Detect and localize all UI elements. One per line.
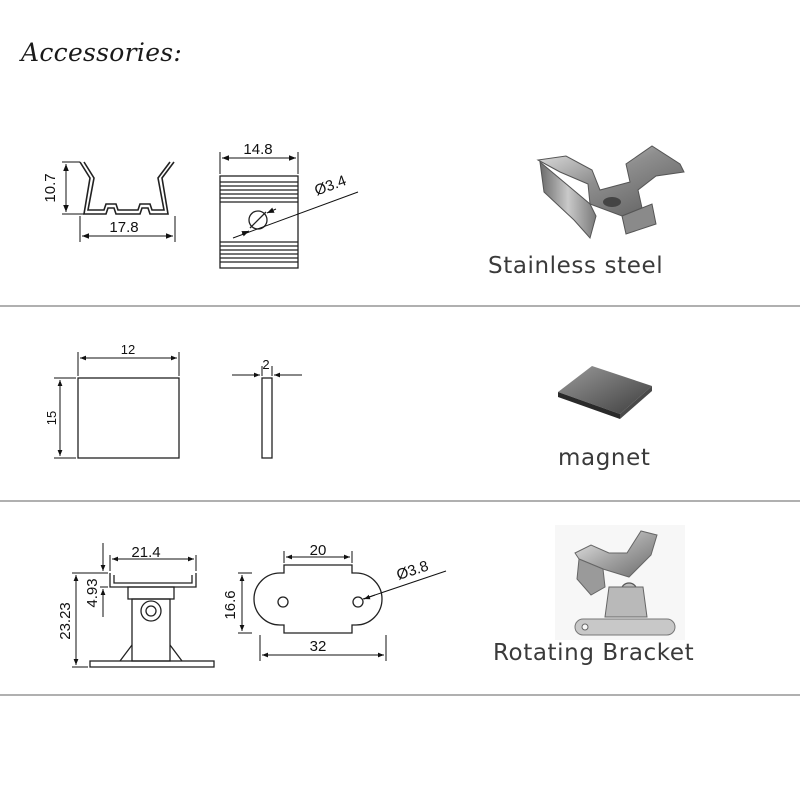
magnet-height-label: 15 bbox=[44, 411, 59, 425]
magnet-drawings: 12 15 2 bbox=[0, 340, 460, 470]
bracket-top-width-label: 21.4 bbox=[131, 544, 160, 561]
clip-technical-drawing: 10.7 17.8 bbox=[42, 141, 359, 269]
section-divider bbox=[0, 305, 800, 307]
bracket-plate-height-dimension bbox=[238, 572, 252, 634]
bracket-hole-dimension bbox=[362, 570, 447, 600]
clip-top-view bbox=[219, 175, 299, 269]
bracket-slot-width-dimension bbox=[283, 551, 353, 563]
magnet-width-dimension bbox=[77, 352, 180, 376]
clip-hole-label: Ø3.4 bbox=[312, 172, 348, 199]
magnet-width-label: 12 bbox=[121, 342, 135, 357]
bracket-small-height-label: 4.93 bbox=[84, 578, 101, 607]
bracket-plate-height-label: 16.6 bbox=[222, 590, 239, 619]
section-divider bbox=[0, 500, 800, 502]
clip-width-label: 17.8 bbox=[109, 219, 138, 236]
magnet-height-dimension bbox=[54, 377, 76, 459]
bracket-total-height-dimension bbox=[72, 572, 108, 668]
bracket-small-height-dimension bbox=[100, 543, 108, 617]
section-divider bbox=[0, 694, 800, 696]
magnet-side-view bbox=[261, 377, 273, 459]
magnet-front-view bbox=[77, 377, 180, 459]
bracket-drawings: 21.4 4.93 23.23 20 bbox=[0, 535, 460, 675]
magnet-thickness-dimension bbox=[232, 366, 302, 378]
bracket-technical-drawing: 21.4 4.93 23.23 20 bbox=[57, 542, 447, 668]
bracket-top-width-dimension bbox=[109, 555, 197, 571]
magnet-thickness-label: 2 bbox=[262, 357, 269, 372]
magnet-photo bbox=[552, 362, 662, 422]
clip-drawings: 10.7 17.8 bbox=[0, 141, 460, 280]
bracket-total-height-label: 23.23 bbox=[57, 602, 74, 640]
bracket-plate-width-label: 32 bbox=[310, 638, 327, 655]
stainless-steel-clip-photo bbox=[530, 142, 690, 242]
clip-side-profile bbox=[79, 161, 175, 215]
magnet-technical-drawing: 12 15 2 bbox=[44, 342, 302, 459]
rotating-bracket-photo bbox=[555, 525, 685, 640]
bracket-plate-width-dimension bbox=[259, 635, 387, 661]
bracket-hole-label: Ø3.8 bbox=[395, 558, 431, 584]
magnet-caption: magnet bbox=[558, 445, 651, 471]
clip-top-width-dimension bbox=[219, 152, 299, 174]
clip-height-dimension bbox=[62, 161, 84, 215]
clip-width-dimension bbox=[79, 216, 176, 242]
clip-height-label: 10.7 bbox=[42, 173, 59, 202]
page-title: Accessories: bbox=[21, 38, 183, 67]
stainless-steel-caption: Stainless steel bbox=[488, 253, 664, 279]
bracket-side-view bbox=[89, 573, 215, 668]
rotating-bracket-caption: Rotating Bracket bbox=[493, 640, 695, 666]
clip-hole-dimension bbox=[232, 191, 359, 239]
bracket-slot-width-label: 20 bbox=[310, 542, 327, 559]
clip-top-width-label: 14.8 bbox=[243, 141, 272, 158]
bracket-plate-view bbox=[253, 564, 383, 634]
